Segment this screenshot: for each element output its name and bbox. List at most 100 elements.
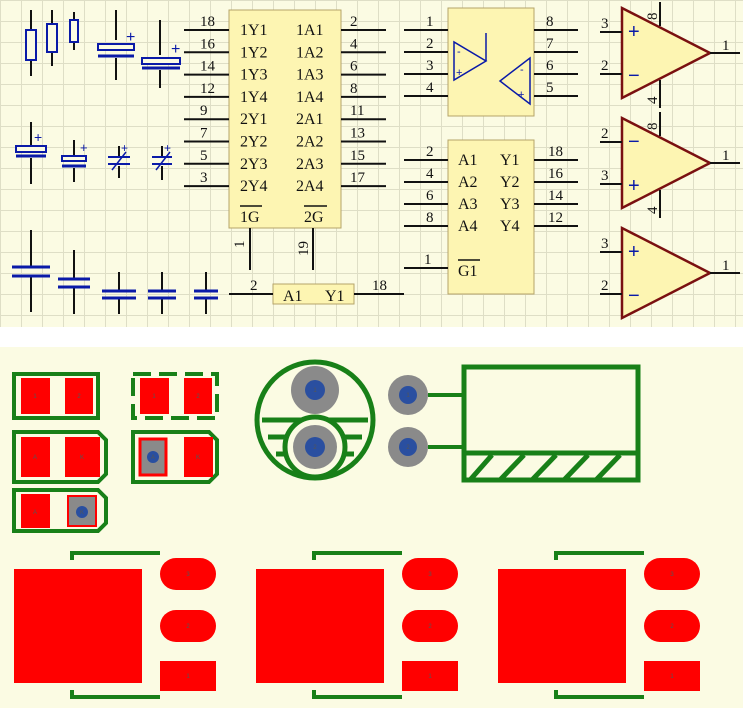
dual-opamp-right-pin: 8	[546, 14, 554, 30]
octal-buffer-left-label: 1Y3	[240, 67, 268, 84]
octal-buffer-right-label: 2A4	[296, 178, 324, 195]
opamp-symbol[interactable]: 23−+184	[600, 112, 740, 218]
opamp-vee-pin: 4	[645, 96, 661, 104]
svg-text:K: K	[80, 455, 84, 461]
pad-label: 3	[186, 572, 190, 578]
octal-buffer-left-label: 1Y1	[240, 22, 268, 39]
opamp-bottom-input-pin: 2	[601, 58, 609, 74]
dual-opamp-left-pin: 4	[426, 80, 434, 96]
svg-text:2: 2	[313, 445, 317, 451]
pad-label: 3	[670, 572, 674, 578]
opamp-top-input-pin: 3	[601, 16, 609, 32]
octal-buffer-right-label: 2A3	[296, 156, 324, 173]
octal-buffer-right-label: 2A2	[296, 134, 324, 151]
svg-text:K: K	[80, 510, 84, 516]
diode-footprint-3[interactable]: A K	[12, 488, 108, 533]
octal-buffer-left-pin: 3	[200, 170, 208, 186]
radial-capacitor-footprint[interactable]: 1 2	[254, 359, 376, 481]
opamp-output-pin: 1	[722, 258, 730, 274]
octal-buffer-left-label: 2Y2	[240, 134, 268, 151]
octal-buffer-left-pin: 18	[200, 14, 215, 30]
svg-text:+: +	[164, 141, 171, 155]
single-buffer-in-pin: 2	[250, 278, 258, 294]
quad-buffer-right-pin: 14	[548, 188, 564, 204]
opamp-top-sign: +	[628, 241, 640, 263]
enable-2-label: 2G	[304, 209, 324, 226]
dual-opamp-left-pin: 2	[426, 36, 434, 52]
opamp-bottom-input-pin: 3	[601, 168, 609, 184]
octal-buffer-left-pin: 9	[200, 103, 208, 119]
dual-opamp-right-pin: 5	[546, 80, 554, 96]
opamp-symbol[interactable]: 32+−1	[600, 225, 740, 321]
smd-footprint-2[interactable]: 1 2	[131, 372, 219, 420]
opamp-output-pin: 1	[722, 148, 730, 164]
svg-text:+: +	[456, 67, 462, 79]
dual-opamp-right-pin: 7	[546, 36, 554, 52]
pad-label: 1	[186, 674, 190, 680]
capacitor-symbols-middle[interactable]: + + + +	[15, 122, 172, 184]
octal-buffer-right-pin: 4	[350, 36, 358, 52]
svg-text:2: 2	[406, 445, 410, 451]
svg-text:+: +	[121, 141, 128, 155]
single-buffer-in-label: A1	[283, 288, 303, 305]
opamp-output-pin: 1	[722, 38, 730, 54]
octal-buffer-right-label: 2A1	[296, 111, 324, 128]
opamp-vee-pin: 4	[645, 206, 661, 214]
octal-buffer-right-label: 1A2	[296, 44, 324, 61]
octal-buffer-left-pin: 12	[200, 81, 215, 97]
electrolytic-capacitors-top[interactable]: + +	[97, 10, 181, 88]
box-capacitor-footprint[interactable]: 1 2	[388, 364, 641, 483]
schematic-canvas: + + + + + +	[12, 2, 740, 321]
octal-buffer-left-pin: 7	[200, 126, 208, 142]
octal-buffer-right-pin: 8	[350, 81, 358, 97]
opamp-symbol[interactable]: 32+−184	[600, 2, 740, 108]
opamp-top-sign: +	[628, 21, 640, 43]
octal-buffer-right-label: 1A3	[296, 67, 324, 84]
power-package-footprint[interactable]: 321	[14, 551, 216, 699]
opamp-vcc-pin: 8	[645, 13, 661, 21]
smd-footprint-1[interactable]: 1 2	[12, 372, 100, 420]
octal-buffer-right-pin: 17	[350, 170, 366, 186]
quad-buffer-left-pin: 2	[426, 144, 434, 160]
svg-text:-: -	[457, 46, 461, 58]
quad-buffer-left-label: A1	[458, 152, 478, 169]
quad-buffer-left-pin: 4	[426, 166, 434, 182]
opamp-bottom-sign: +	[628, 175, 640, 197]
quad-buffer-left-label: A4	[458, 218, 478, 235]
quad-buffer-left-label: A3	[458, 196, 478, 213]
diode-footprint-2[interactable]: A K	[131, 430, 219, 484]
quad-buffer-right-pin: 18	[548, 144, 563, 160]
single-buffer-component[interactable]: 2 A1 Y1 18	[229, 278, 404, 305]
svg-text:K: K	[196, 455, 200, 461]
octal-buffer-right-pin: 6	[350, 59, 358, 75]
svg-text:1: 1	[152, 394, 156, 400]
power-package-footprint[interactable]: 321	[498, 551, 700, 699]
diode-footprint-1[interactable]: A K	[12, 430, 108, 484]
pad-label: 2	[428, 624, 432, 630]
quad-buffer-enable-label: G1	[458, 263, 478, 280]
quad-buffer-enable-pin: 1	[424, 252, 432, 268]
opamp-bottom-sign: −	[628, 285, 640, 307]
octal-buffer-left-pin: 16	[200, 36, 216, 52]
pcb-canvas: 1 2 1 2 A K A K A K	[12, 359, 700, 699]
pad-label: 3	[428, 572, 432, 578]
svg-text:A: A	[33, 455, 37, 461]
quad-buffer-right-pin: 16	[548, 166, 564, 182]
dual-opamp-right-pin: 6	[546, 58, 554, 74]
svg-text:2: 2	[196, 394, 200, 400]
octal-buffer-right-label: 1A1	[296, 22, 324, 39]
enable-1-pin: 1	[232, 241, 248, 249]
enable-1-label: 1G	[240, 209, 260, 226]
quad-buffer-left-label: A2	[458, 174, 478, 191]
svg-text:+: +	[171, 41, 180, 58]
power-package-footprint[interactable]: 321	[256, 551, 458, 699]
octal-buffer-left-label: 2Y3	[240, 156, 268, 173]
resistor-symbols[interactable]	[25, 10, 79, 76]
opamp-top-input-pin: 3	[601, 236, 609, 252]
quad-buffer-right-pin: 12	[548, 210, 563, 226]
capacitor-symbols-bottom[interactable]	[12, 230, 218, 314]
quad-buffer-left-pin: 6	[426, 188, 434, 204]
